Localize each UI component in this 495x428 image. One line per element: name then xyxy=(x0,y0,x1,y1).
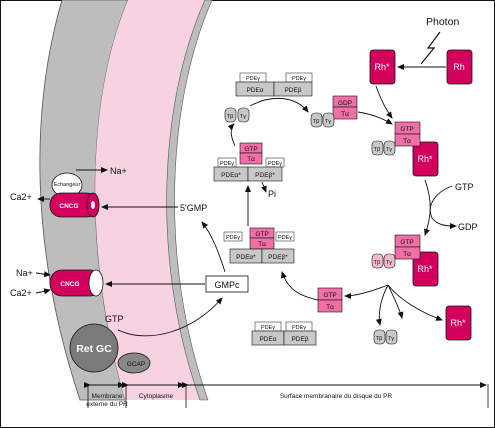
rh-star-box-1 xyxy=(369,49,396,85)
cytoplasme-label: Cytoplasme xyxy=(139,393,174,400)
membrane-externe-label-2: externe du PR xyxy=(86,401,128,408)
svg-text:PDEβ: PDEβ xyxy=(291,336,308,343)
svg-text:GTP: GTP xyxy=(255,231,268,238)
svg-text:PDEγ: PDEγ xyxy=(268,161,282,167)
svg-text:Tα: Tα xyxy=(247,156,255,163)
gmpc-box xyxy=(205,275,249,293)
membrane-externe-label-1: Membrane xyxy=(91,393,122,400)
svg-text:PDEα: PDEα xyxy=(259,336,276,343)
svg-text:Tβ: Tβ xyxy=(227,114,234,120)
svg-text:Tγ: Tγ xyxy=(386,260,392,266)
svg-text:PDEγ: PDEγ xyxy=(246,76,260,82)
five-gmp-label: 5'GMP xyxy=(180,203,207,213)
echangeur-label: Echangeur xyxy=(54,182,81,188)
cncg-lower-label: CNCG xyxy=(60,281,79,288)
svg-text:Tβ: Tβ xyxy=(374,260,381,266)
svg-text:PDEβ*: PDEβ* xyxy=(255,172,275,179)
svg-text:Tβ: Tβ xyxy=(374,147,381,153)
pi-label: Pi xyxy=(268,189,276,199)
svg-text:PDEα*: PDEα* xyxy=(236,254,256,261)
svg-text:Tα: Tα xyxy=(258,241,266,248)
svg-text:PDEγ: PDEγ xyxy=(220,161,234,167)
svg-text:PDEγ: PDEγ xyxy=(261,325,275,331)
svg-text:GTP: GTP xyxy=(244,146,257,153)
svg-text:PDEα: PDEα xyxy=(246,87,263,94)
na-label-lower: Na+ xyxy=(16,268,33,278)
svg-text:PDEγ: PDEγ xyxy=(278,235,292,241)
rh-star-label-2: Rh* xyxy=(417,154,433,164)
svg-text:Tγ: Tγ xyxy=(386,147,392,153)
ca-label-lower: Ca2+ xyxy=(10,288,32,298)
svg-text:Tγ: Tγ xyxy=(240,114,246,120)
svg-text:Tα: Tα xyxy=(403,251,411,258)
gcap-ellipse xyxy=(117,352,151,374)
svg-text:GTP: GTP xyxy=(323,292,336,299)
gtp-in-label: GTP xyxy=(455,182,474,192)
cncg-channel-upper: CNCG xyxy=(49,192,100,218)
svg-text:GDP: GDP xyxy=(338,100,352,107)
ret-gc-gtp-label: GTP xyxy=(105,314,124,324)
svg-text:GTP: GTP xyxy=(400,239,413,246)
rh-star-box-3 xyxy=(412,251,439,287)
svg-text:Tγ: Tγ xyxy=(388,336,394,342)
photon-label: Photon xyxy=(426,16,459,28)
svg-text:Tγ: Tγ xyxy=(325,119,331,125)
svg-text:PDEβ*: PDEβ* xyxy=(268,254,288,261)
rh-label: Rh xyxy=(453,62,465,72)
disc-membrane-band xyxy=(166,0,213,401)
svg-text:PDEγ: PDEγ xyxy=(226,235,240,241)
gcap-label: GCAP xyxy=(127,361,145,368)
svg-text:GTP: GTP xyxy=(400,126,413,133)
svg-text:Tβ: Tβ xyxy=(313,119,320,125)
rh-star-label-3: Rh* xyxy=(417,264,433,274)
cncg-channel-lower: CNCG xyxy=(49,269,104,297)
svg-text:Tα: Tα xyxy=(403,138,411,145)
svg-text:PDEα*: PDEα* xyxy=(221,172,241,179)
gdp-out-label: GDP xyxy=(458,222,478,232)
gmpc-label: GMPc xyxy=(214,280,240,290)
surface-disque-label: Surface membranaire du disque du PR xyxy=(280,393,393,400)
svg-text:PDEβ: PDEβ xyxy=(284,87,301,94)
svg-text:PDEγ: PDEγ xyxy=(292,325,306,331)
na-label-top: Na+ xyxy=(110,166,127,176)
svg-text:Tα: Tα xyxy=(341,111,349,118)
svg-text:PDEγ: PDEγ xyxy=(292,76,306,82)
cytoplasm-band xyxy=(95,0,205,400)
ret-gc-label: Ret GC xyxy=(76,343,112,355)
rh-box xyxy=(446,49,473,85)
rh-star-box-4 xyxy=(445,305,472,341)
ret-gc-circle xyxy=(69,323,119,373)
cncg-upper-label: CNCG xyxy=(59,203,78,210)
photon-lightning xyxy=(420,31,441,65)
ca-label-top: Ca2+ xyxy=(10,192,32,202)
svg-text:Tβ: Tβ xyxy=(376,336,383,342)
svg-text:Tα: Tα xyxy=(326,304,334,311)
rh-star-box-2 xyxy=(412,141,439,177)
rh-star-label-1: Rh* xyxy=(374,62,390,72)
rh-star-label-4: Rh* xyxy=(450,318,466,328)
